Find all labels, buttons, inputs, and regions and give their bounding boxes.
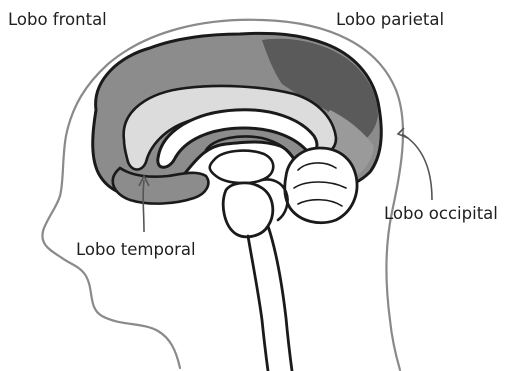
label-occipital: Lobo occipital (384, 206, 498, 223)
occipital-arrow (402, 134, 432, 200)
thalamus (210, 151, 274, 183)
temporal-arrow (143, 180, 144, 232)
label-temporal: Lobo temporal (76, 242, 196, 259)
pons (223, 183, 273, 237)
brainstem (248, 226, 292, 371)
cerebellum (285, 148, 357, 223)
label-parietal: Lobo parietal (336, 12, 444, 29)
label-frontal: Lobo frontal (8, 12, 107, 29)
